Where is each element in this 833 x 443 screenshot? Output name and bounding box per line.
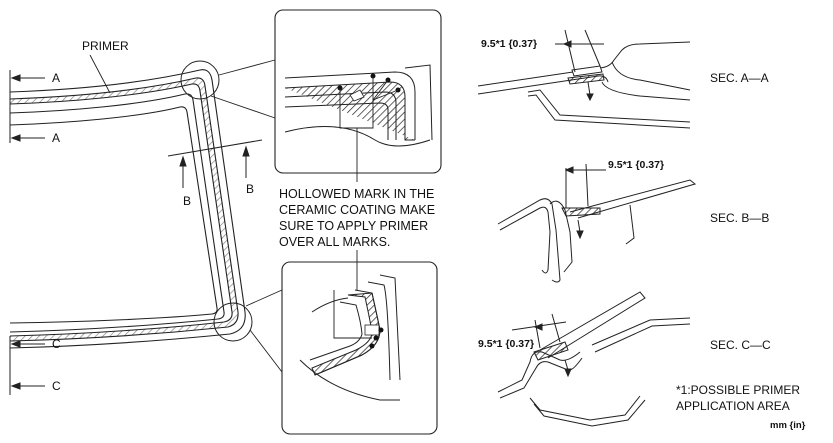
section-c-drawing xyxy=(497,291,691,427)
section-c-top-label: C xyxy=(52,337,61,351)
footnote-line-1: *1:POSSIBLE PRIMER xyxy=(676,383,800,397)
section-b-arrows xyxy=(167,139,263,188)
sec-b-title: SEC. B—B xyxy=(710,211,769,225)
detail-circle-bottom xyxy=(213,302,253,342)
section-b-drawing xyxy=(497,163,697,283)
footnote-line-2: APPLICATION AREA xyxy=(676,399,790,413)
detail-circle-top xyxy=(180,60,220,100)
detail-box-top xyxy=(274,9,442,182)
section-a-bottom-label: A xyxy=(52,131,60,145)
sec-c-title: SEC. C—C xyxy=(710,338,771,352)
dim-label-a: 9.5*1 {0.37} xyxy=(481,38,537,50)
sec-a-title: SEC. A—A xyxy=(710,71,769,85)
section-c-arrows xyxy=(9,336,45,395)
note-line-2: CERAMIC COATING MAKE xyxy=(279,203,435,217)
section-a-top-label: A xyxy=(52,71,60,85)
dim-label-b: 9.5*1 {0.37} xyxy=(608,159,664,171)
windshield-outline xyxy=(9,69,246,349)
note-line-3: SURE TO APPLY PRIMER xyxy=(279,219,428,233)
primer-leader-line xyxy=(89,54,111,94)
primer-hatched-band xyxy=(10,77,239,342)
primer-label: PRIMER xyxy=(82,39,129,53)
section-b-left-label: B xyxy=(183,194,191,208)
detail-box-bottom xyxy=(281,261,438,435)
section-a-drawing xyxy=(477,29,691,129)
dim-label-c: 9.5*1 {0.37} xyxy=(478,338,534,350)
units-label: mm {in} xyxy=(770,420,806,431)
section-a-arrows xyxy=(9,70,45,143)
section-b-right-label: B xyxy=(246,182,254,196)
note-line-4: OVER ALL MARKS. xyxy=(279,235,390,249)
hollowed-mark-note: HOLLOWED MARK IN THE CERAMIC COATING MAK… xyxy=(279,187,435,249)
note-line-1: HOLLOWED MARK IN THE xyxy=(279,187,434,201)
section-c-bottom-label: C xyxy=(52,379,61,393)
